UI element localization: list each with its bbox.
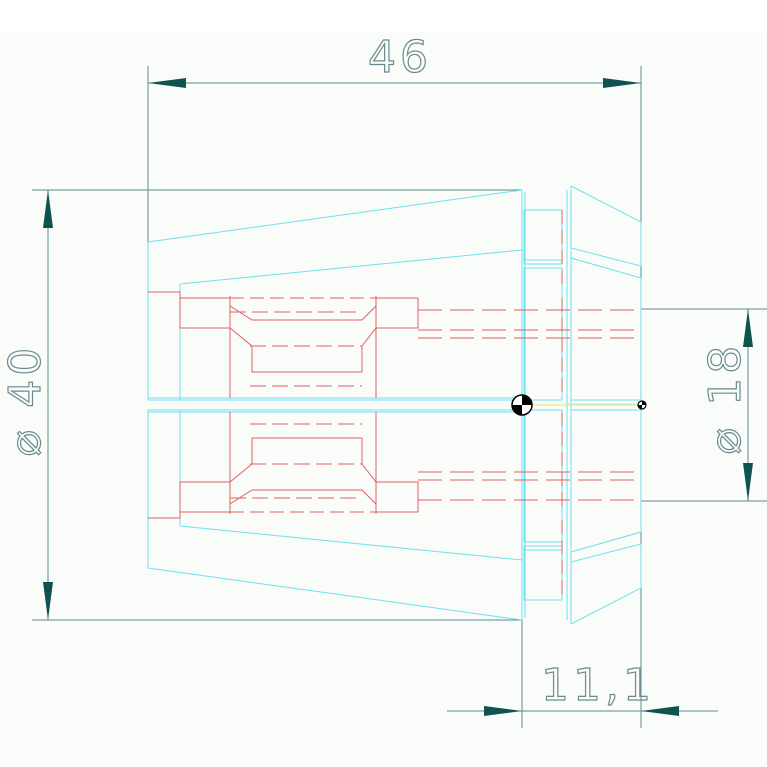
dimension-arrows (43, 78, 753, 716)
overall-length-label: 46 (368, 32, 432, 83)
hidden-lines (148, 210, 641, 600)
nose-length-label: 11,1 (541, 660, 655, 711)
origin-marker-icon (637, 400, 647, 410)
outer-diameter-label: ⌀ 40 (0, 344, 51, 456)
bore-diameter-label: ⌀ 18 (700, 342, 751, 454)
center-of-gravity-icon (511, 394, 533, 416)
dimension-lines (32, 66, 767, 728)
